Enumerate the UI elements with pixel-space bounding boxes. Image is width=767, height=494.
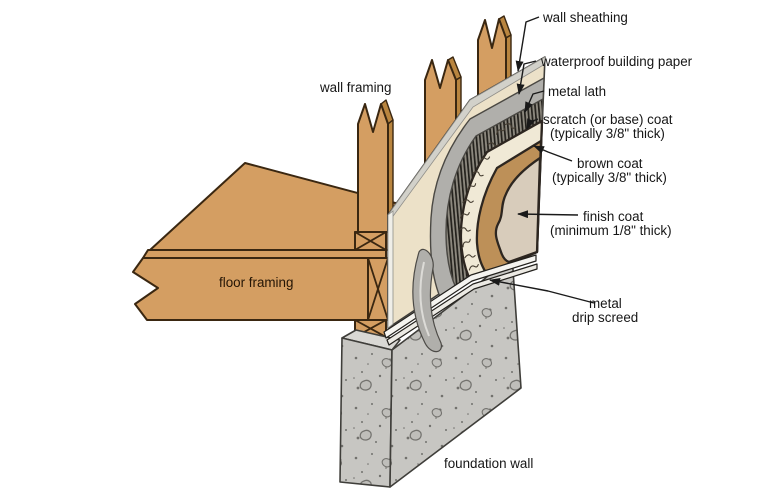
finish-coat-layer [494, 156, 542, 264]
drip-screed-lower-strip [386, 263, 538, 346]
paper-curl [412, 248, 443, 353]
foundation-left-face [339, 337, 393, 488]
label-finish-coat-line2: (minimum 1/8" thick) [550, 223, 672, 238]
wall-sheathing-leader [515, 16, 540, 72]
label-brown-coat-line2: (typically 3/8" thick) [552, 170, 667, 185]
label-wall-framing: wall framing [319, 80, 391, 95]
paper-curl-highlight [419, 261, 430, 337]
label-brown-coat-line1: brown coat [577, 156, 643, 171]
label-drip-screed-line2: drip screed [572, 310, 638, 325]
label-finish-coat-line1: finish coat [583, 209, 644, 224]
label-floor-framing: floor framing [219, 275, 293, 290]
subfloor-edge-band [142, 249, 387, 259]
blocking-x-top [354, 231, 387, 251]
paper-curl-group [412, 248, 443, 353]
labels-group: wall sheathing waterproof building paper… [219, 10, 693, 471]
building-paper-leader [516, 60, 537, 95]
label-metal-lath: metal lath [548, 84, 606, 99]
drip-screed-group [383, 254, 538, 346]
label-waterproof-building-paper: waterproof building paper [540, 54, 693, 69]
brown-coat-leader [533, 145, 573, 162]
rim-joist-x [367, 257, 389, 321]
label-scratch-coat-line1: scratch (or base) coat [543, 112, 673, 127]
label-foundation-wall: foundation wall [444, 456, 533, 471]
foundation-group [339, 254, 522, 488]
drip-screed-leader [489, 277, 595, 304]
sheathing-left-edge [387, 210, 394, 329]
leaders-group [489, 16, 595, 304]
metal-lath-leader [524, 90, 545, 113]
label-drip-screed-line1: metal [589, 296, 622, 311]
label-wall-sheathing: wall sheathing [542, 10, 628, 25]
finish-coat-leader [517, 210, 579, 219]
scratch-coat-leader [526, 118, 539, 130]
label-scratch-coat-line2: (typically 3/8" thick) [550, 126, 665, 141]
floor-framing-group [132, 162, 400, 321]
drip-screed-upper-strip [383, 254, 537, 339]
scratch-coat-texture [459, 123, 516, 271]
